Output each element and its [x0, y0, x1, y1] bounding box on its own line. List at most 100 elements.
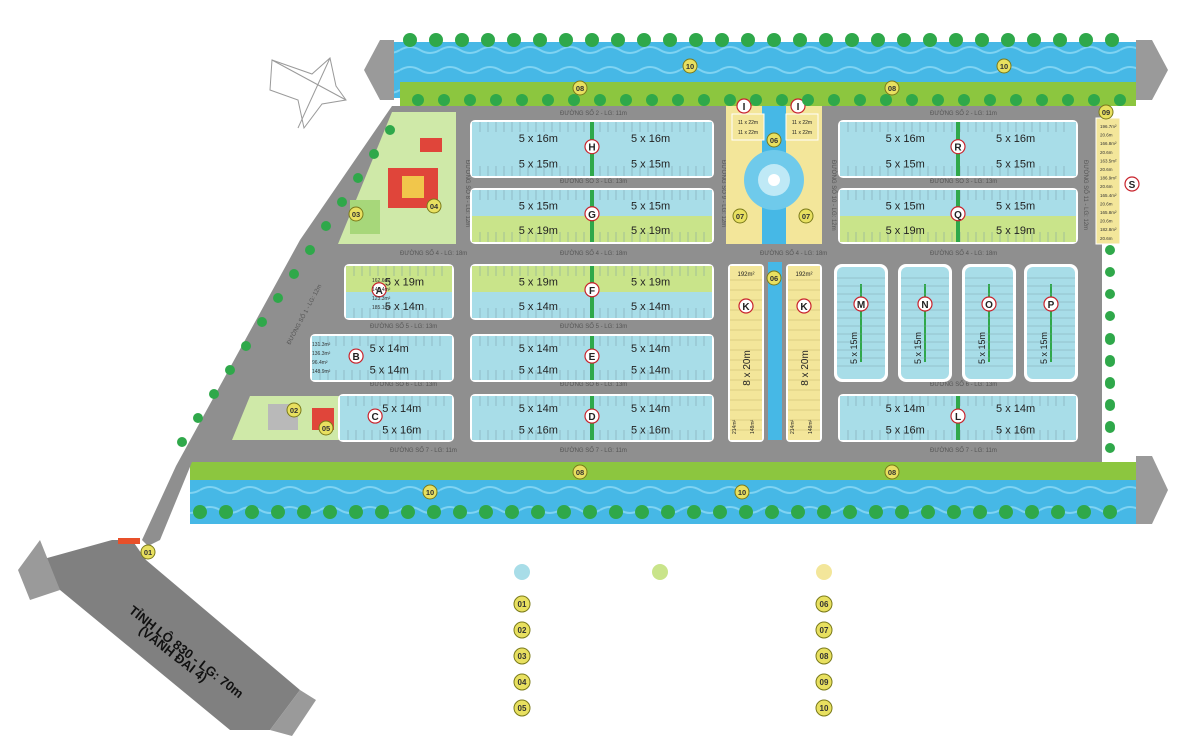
road-label-6-a: ĐƯỜNG SỐ 6 - LG: 13m [370, 381, 437, 388]
block-k-area-bottom-2: 148m² [808, 419, 814, 434]
s-area-label: 182.8m² [1100, 227, 1117, 232]
block-label-p: P [1048, 300, 1055, 311]
road-label-7-c: ĐƯỜNG SỐ 7 - LG: 11m [930, 447, 997, 454]
block-r-dim-4: 5 x 15m [996, 159, 1035, 171]
block-i-dim-a: 11 x 22m [792, 120, 812, 126]
block-label-marker [367, 408, 383, 424]
marker-10: 10 [996, 58, 1012, 74]
legend-code: 09 [820, 678, 829, 687]
compass-icon [269, 57, 347, 130]
block-label-k: K [742, 302, 750, 313]
marker-05: 05 [318, 420, 334, 436]
block-l-dim-2: 5 x 16m [886, 424, 925, 436]
block-d-dim-1: 5 x 14m [519, 403, 558, 415]
block-n[interactable]: N5 x 15m [898, 264, 952, 382]
legend-code: 10 [820, 704, 829, 713]
block-label-s: S [1129, 180, 1136, 191]
marker-label: 10 [1000, 62, 1008, 71]
block-k-dim: 8 x 20m [800, 350, 811, 386]
marker-label: 08 [888, 468, 896, 477]
block-label-marker [790, 98, 806, 114]
block-f-dim-2: 5 x 14m [519, 301, 558, 313]
block-label-q: Q [954, 210, 962, 221]
marker-label: 02 [290, 406, 298, 415]
road-label-7-b: ĐƯỜNG SỐ 7 - LG: 11m [560, 447, 627, 454]
block-label-a: A [376, 286, 383, 297]
block-l-dim-4: 5 x 16m [996, 424, 1035, 436]
block-d-dim-3: 5 x 14m [631, 403, 670, 415]
legend-code: 07 [820, 626, 829, 635]
legend-swatch-yellow [816, 564, 832, 580]
block-g-dim-1: 5 x 15m [519, 200, 558, 212]
block-d[interactable]: 5 x 14m 5 x 16m 5 x 14m 5 x 16m D [470, 394, 714, 442]
block-label-marker [348, 348, 364, 364]
block-d-dim-2: 5 x 16m [519, 424, 558, 436]
block-p[interactable]: P5 x 15m [1024, 264, 1078, 382]
block-label-marker [738, 298, 754, 314]
block-label-r: R [954, 143, 962, 154]
block-l-dim-1: 5 x 14m [886, 403, 925, 415]
legend-item-01: 01 [513, 595, 531, 613]
block-label-m: M [857, 300, 865, 311]
road-label-5-a: ĐƯỜNG SỐ 5 - LG: 13m [370, 323, 437, 330]
road-label-11: ĐƯỜNG SỐ 11 - LG: 12m [1082, 160, 1089, 230]
block-g-dim-2: 5 x 19m [519, 225, 558, 237]
block-e-dim-3: 5 x 14m [631, 343, 670, 355]
block-e-dim-1: 5 x 14m [519, 343, 558, 355]
s-area-label: 20.6m [1100, 219, 1113, 224]
legend-item-08: 08 [815, 647, 833, 665]
road-label-4-c: ĐƯỜNG SỐ 4 - LG: 18m [760, 250, 827, 257]
block-m[interactable]: M5 x 15m [834, 264, 888, 382]
road-label-9: ĐƯỜNG SỐ 9 - LG: 12m [720, 160, 727, 227]
block-r-dim-2: 5 x 15m [886, 159, 925, 171]
road-label-6-c: ĐƯỜNG SỐ 6 - LG: 13m [930, 381, 997, 388]
block-a-dim-1: 5 x 19m [385, 276, 424, 288]
block-d-dim-4: 5 x 16m [631, 424, 670, 436]
marker-06: 06 [766, 270, 782, 286]
block-k-area-bottom: 214m² [790, 419, 796, 434]
block-o-dim: 5 x 15m [977, 332, 987, 364]
road-label-8: ĐƯỜNG SỐ 8 - LG: 12m [464, 160, 471, 227]
block-o[interactable]: O5 x 15m [962, 264, 1016, 382]
block-label-marker [584, 348, 600, 364]
marker-label: 05 [322, 424, 330, 433]
block-h-dim-1: 5 x 16m [519, 133, 558, 145]
road-label-3-left: ĐƯỜNG SỐ 3 - LG: 13m [560, 178, 627, 185]
block-q-dim-4: 5 x 19m [996, 225, 1035, 237]
block-q-dim-2: 5 x 19m [886, 225, 925, 237]
block-label-i: I [743, 102, 746, 113]
block-a-dim-2: 5 x 14m [385, 301, 424, 313]
s-area-label: 20.6m [1100, 201, 1113, 206]
road-label-10: ĐƯỜNG SỐ 10 - LG: 12m [830, 160, 837, 231]
block-label-e: E [589, 352, 596, 363]
road-label-4-a: ĐƯỜNG SỐ 4 - LG: 18m [400, 250, 467, 257]
road-label-7-a: ĐƯỜNG SỐ 7 - LG: 11m [390, 447, 457, 454]
block-label-d: D [588, 412, 595, 423]
block-f-dim-1: 5 x 19m [519, 276, 558, 288]
block-label-marker [584, 206, 600, 222]
block-label-f: F [589, 286, 595, 297]
road-label-5-b: ĐƯỜNG SỐ 5 - LG: 13m [560, 323, 627, 330]
area-label: 185.1m² [372, 305, 391, 311]
marker-10: 10 [734, 484, 750, 500]
marker-10: 10 [682, 58, 698, 74]
block-label-l: L [955, 412, 961, 423]
legend-code: 08 [820, 652, 829, 661]
s-area-label: 165.8m² [1100, 210, 1117, 215]
block-s[interactable]: 196.7m²20.6m166.8m²20.6m163.5m²20.6m186.… [1095, 117, 1140, 245]
